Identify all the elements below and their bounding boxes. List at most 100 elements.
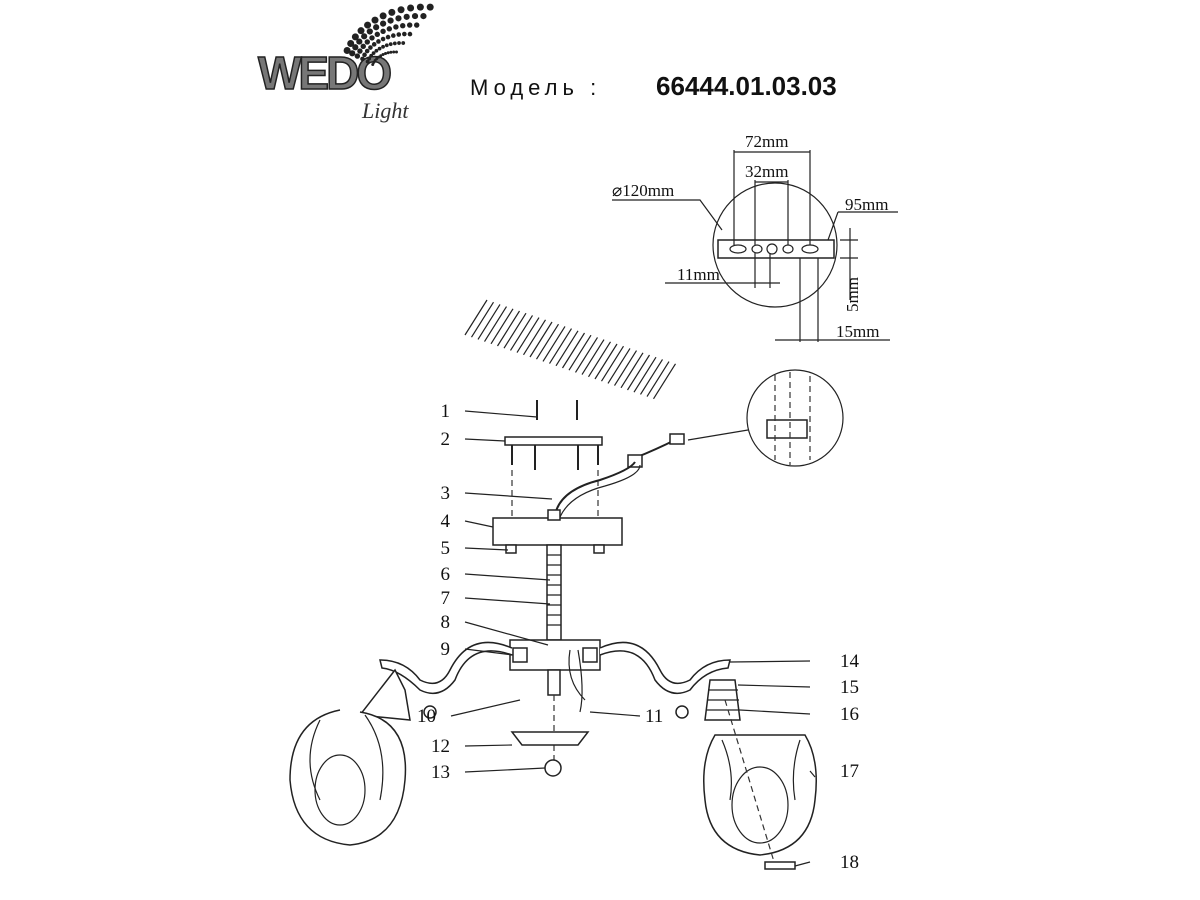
dim-5mm: 5mm	[843, 277, 862, 312]
hatch-line	[626, 354, 651, 391]
logo-dot	[384, 43, 389, 48]
logo-dot	[362, 52, 367, 58]
hatch-line	[646, 361, 670, 397]
callout-number-7: 7	[441, 588, 451, 609]
callout-number-17: 17	[840, 761, 859, 782]
logo-dot	[395, 15, 402, 22]
model-number: 66444.01.03.03	[656, 71, 837, 101]
logo-dot	[388, 42, 393, 47]
logo-dot	[401, 41, 406, 45]
hatch-line	[574, 337, 599, 373]
callout-number-2: 2	[441, 429, 451, 450]
logo-dot	[396, 32, 402, 37]
callout-number-10: 10	[417, 706, 436, 727]
callout-number-9: 9	[441, 639, 451, 660]
logo-dot	[391, 33, 396, 38]
callout-number-11: 11	[645, 706, 663, 727]
callout-leader-line	[737, 684, 811, 688]
callout-number-1: 1	[441, 401, 451, 422]
callout-number-12: 12	[431, 736, 450, 757]
logo-dot	[411, 12, 419, 20]
logo-dot	[377, 46, 382, 51]
callout-leader-line	[464, 597, 551, 605]
logo-dot	[397, 41, 401, 45]
logo-dot	[397, 6, 405, 14]
hatch-line	[483, 306, 508, 342]
callout-leader-line	[464, 438, 506, 442]
logo-dot	[369, 53, 374, 58]
callout-leader-line	[729, 660, 811, 663]
hatch-line	[600, 345, 625, 382]
callout-number-18: 18	[840, 852, 859, 873]
hatch-line	[555, 330, 579, 367]
callout-number-13: 13	[431, 762, 450, 783]
logo-dot	[393, 24, 399, 30]
callout-number-5: 5	[441, 538, 451, 559]
logo-dot	[366, 28, 373, 35]
hatch-line	[503, 312, 527, 349]
brand-logo-sub: Light	[362, 98, 409, 123]
callout-number-14: 14	[840, 651, 860, 672]
logo-dot	[400, 23, 406, 29]
logo-dot	[380, 28, 386, 35]
callout-leader-line	[464, 767, 546, 773]
hatch-line	[470, 301, 495, 338]
hatch-line	[529, 321, 553, 358]
logo-dot	[385, 34, 391, 40]
callout-number-3: 3	[441, 483, 451, 504]
hatch-line	[639, 359, 664, 395]
logo-dot	[376, 39, 381, 44]
logo-dot	[402, 31, 407, 37]
hatch-line	[490, 308, 514, 345]
callout-number-8: 8	[441, 612, 451, 633]
dim-32mm: 32mm	[745, 162, 788, 181]
hatch-line	[548, 328, 573, 364]
hatch-line	[542, 326, 566, 362]
callout-number-16: 16	[840, 704, 859, 725]
logo-dot	[388, 8, 396, 16]
ceiling-hatch	[464, 299, 677, 400]
logo-dot	[374, 48, 379, 53]
logo-dot	[365, 59, 370, 64]
logo-dot	[369, 35, 375, 41]
hatch-line	[581, 339, 605, 375]
hatch-line	[568, 334, 592, 371]
logo-dot	[380, 20, 387, 27]
wiring-terminal-detail	[627, 369, 844, 468]
hatch-line	[496, 310, 521, 347]
hatch-line	[522, 319, 547, 356]
hatch-line	[607, 348, 631, 384]
callout-number-4: 4	[441, 511, 451, 532]
logo-dot	[357, 48, 363, 54]
model-label: Модель :	[470, 75, 602, 100]
hatch-line	[620, 352, 644, 389]
logo-dot	[360, 56, 365, 62]
hatch-line	[561, 332, 586, 369]
logo-dot	[373, 24, 380, 31]
logo-dot	[403, 13, 410, 20]
logo-dot	[361, 33, 368, 40]
dim-15mm: 15mm	[836, 322, 879, 341]
callout-leader-line	[464, 744, 513, 747]
logo-dot	[356, 38, 363, 45]
hatch-line	[477, 304, 501, 340]
logo-dot	[381, 53, 385, 57]
logo-dot	[352, 44, 359, 51]
logo-dot	[389, 50, 393, 54]
hatch-line	[587, 341, 612, 378]
logo-dot	[407, 4, 415, 12]
callout-leader-line	[809, 770, 816, 778]
hatch-line	[652, 363, 677, 400]
logo-dot	[364, 21, 372, 29]
logo-dot	[407, 31, 413, 37]
logo-dot	[371, 16, 379, 24]
logo-dot	[394, 50, 398, 54]
hatch-line	[633, 356, 657, 393]
callout-number-6: 6	[441, 564, 451, 585]
callout-leader-line	[464, 648, 514, 656]
logo-dot	[386, 51, 390, 55]
logo-dot	[357, 27, 365, 35]
logo-dot	[368, 45, 373, 50]
